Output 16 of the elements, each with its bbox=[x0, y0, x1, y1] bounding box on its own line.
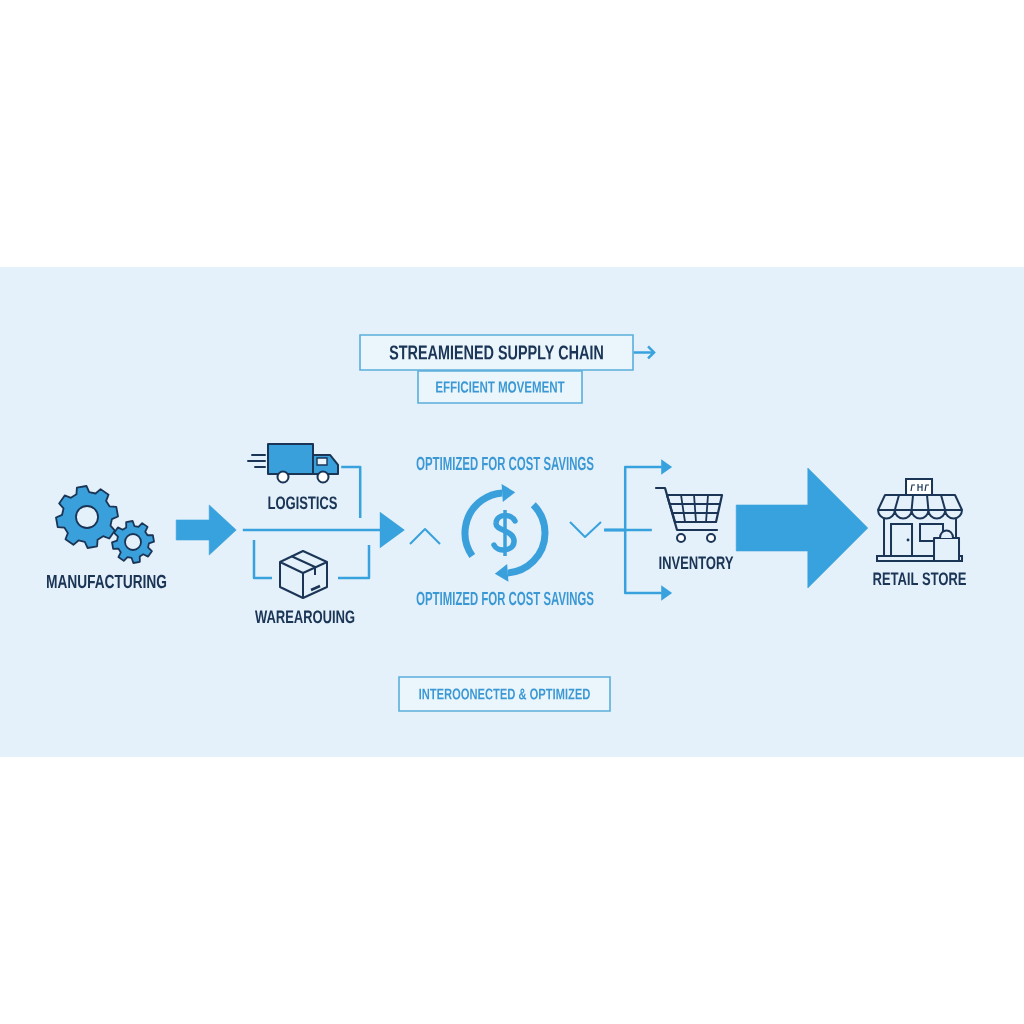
node-label: OPTIMIZED FOR COST SAVINGS bbox=[416, 456, 594, 471]
connector-line bbox=[341, 465, 362, 518]
node-label: OPTIMIZED FOR COST SAVINGS bbox=[416, 591, 594, 606]
subtitle-box: EFFICIENT MOVEMENT bbox=[417, 370, 583, 404]
block-arrow bbox=[175, 504, 237, 556]
tag-box: INTEROONECTED & OPTIMIZED bbox=[398, 676, 611, 712]
title-box: STREAMIENED SUPPLY CHAIN bbox=[359, 334, 634, 371]
block-arrow bbox=[735, 467, 869, 589]
node-label: LOGISTICS bbox=[268, 496, 337, 510]
node-label: RETAIL STORE bbox=[873, 572, 966, 586]
connector-line bbox=[252, 540, 272, 580]
connector-line bbox=[338, 545, 371, 580]
arrow bbox=[633, 345, 656, 360]
node-label: INVENTORY bbox=[659, 556, 734, 570]
node-label: MANUFACTURING bbox=[47, 574, 167, 589]
node-label: WAREAROUING bbox=[255, 610, 355, 624]
